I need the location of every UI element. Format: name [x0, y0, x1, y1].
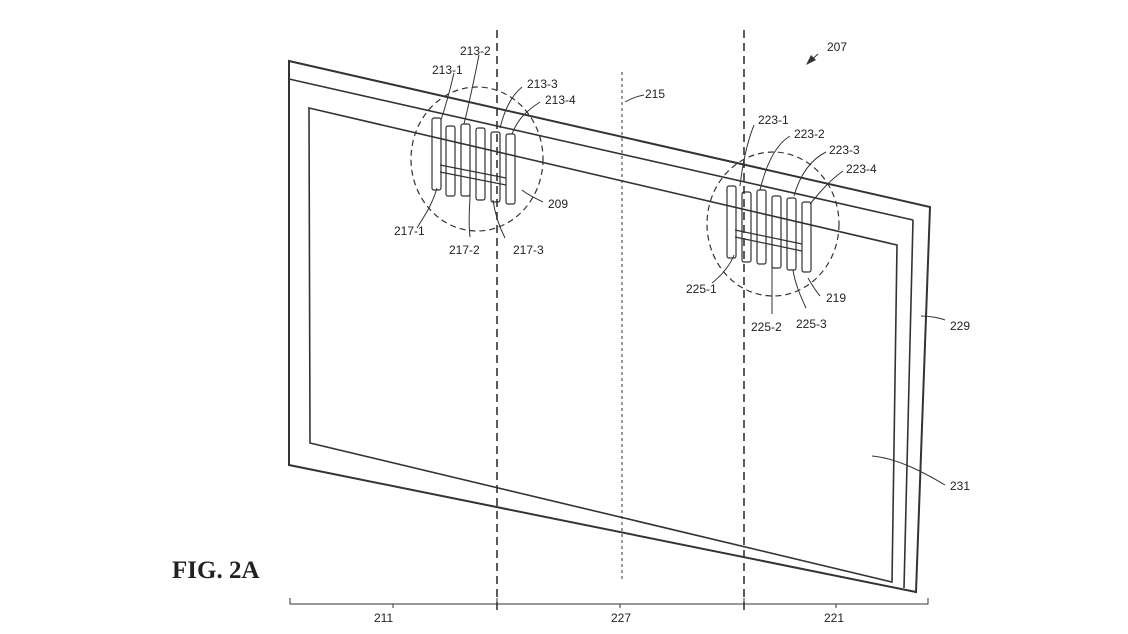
left-bottom-ref-1: 217-1: [394, 224, 425, 238]
left-top-ref-2: 213-2: [460, 44, 491, 58]
leader-lines: [416, 53, 946, 486]
right-bottom-ref-1: 225-1: [686, 282, 717, 296]
device-body: [288, 59, 932, 594]
left-hinge-group: [431, 117, 516, 205]
left-cluster-ref-label: 209: [548, 197, 568, 211]
left-top-ref-1: 213-1: [432, 63, 463, 77]
screen-ref-label: 231: [950, 479, 970, 493]
dimension-brackets: [289, 598, 929, 608]
device-arrowhead: [806, 55, 816, 65]
left-top-ref-4: 213-4: [545, 93, 576, 107]
right-top-ref-2: 223-2: [794, 127, 825, 141]
region-ref-middle: 227: [611, 611, 631, 625]
right-cluster-circle: [706, 151, 840, 297]
right-top-ref-3: 223-3: [829, 143, 860, 157]
right-bottom-ref-3: 225-3: [796, 317, 827, 331]
outer-frame: [288, 59, 932, 594]
right-hinge-group: [726, 185, 812, 273]
left-cluster-circle: [410, 86, 544, 232]
region-ref-right: 221: [824, 611, 844, 625]
right-top-ref-4: 223-4: [846, 162, 877, 176]
left-bottom-ref-3: 217-3: [513, 243, 544, 257]
right-top-ref-1: 223-1: [758, 113, 789, 127]
device-ref-label: 207: [827, 40, 847, 54]
center-line-ref-label: 215: [645, 87, 665, 101]
frame-top-edge-inner: [288, 78, 914, 221]
region-ref-left: 211: [374, 611, 393, 625]
frame-side-edge-inner: [903, 219, 914, 589]
screen-panel: [308, 106, 898, 584]
right-cluster-ref-label: 219: [826, 291, 846, 305]
left-bottom-ref-2: 217-2: [449, 243, 480, 257]
right-bottom-ref-2: 225-2: [751, 320, 782, 334]
left-top-ref-3: 213-3: [527, 77, 558, 91]
figure-title: FIG. 2A: [172, 557, 260, 584]
left-hinge-cluster: [410, 86, 544, 232]
outer-frame-ref-label: 229: [950, 319, 970, 333]
right-hinge-cluster: [706, 151, 840, 297]
